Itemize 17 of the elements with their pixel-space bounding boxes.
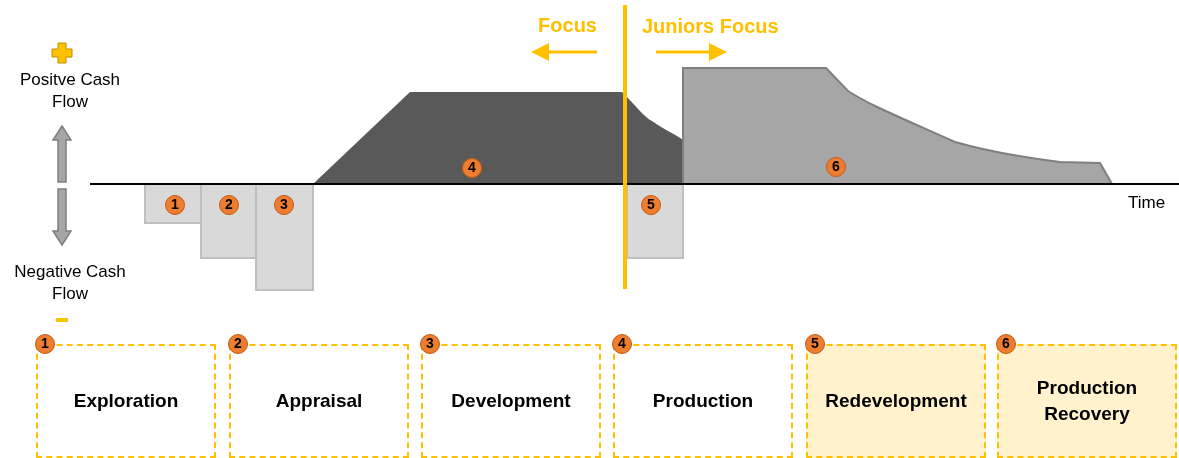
callout-number: 4 [612, 334, 632, 354]
axis-label: Negative Cash Flow [13, 261, 127, 305]
focus-label: Juniors Focus [642, 15, 779, 38]
callout-number: 2 [228, 334, 248, 354]
callout-number: 6 [996, 334, 1016, 354]
focus-label: Focus [538, 14, 597, 37]
stage-label: Redevelopment [824, 389, 968, 413]
stage-label: Appraisal [274, 389, 364, 413]
stage-label: Production [651, 389, 755, 413]
axis-label: Positve Cash Flow [18, 69, 122, 113]
callout-number: 5 [805, 334, 825, 354]
callout-number: 3 [420, 334, 440, 354]
stage-label: Production Recovery [1035, 376, 1139, 426]
callout-number: 1 [35, 334, 55, 354]
stage-label: Development [450, 389, 572, 413]
stage-label: Exploration [72, 389, 180, 413]
axis-label: Time [1128, 192, 1166, 214]
